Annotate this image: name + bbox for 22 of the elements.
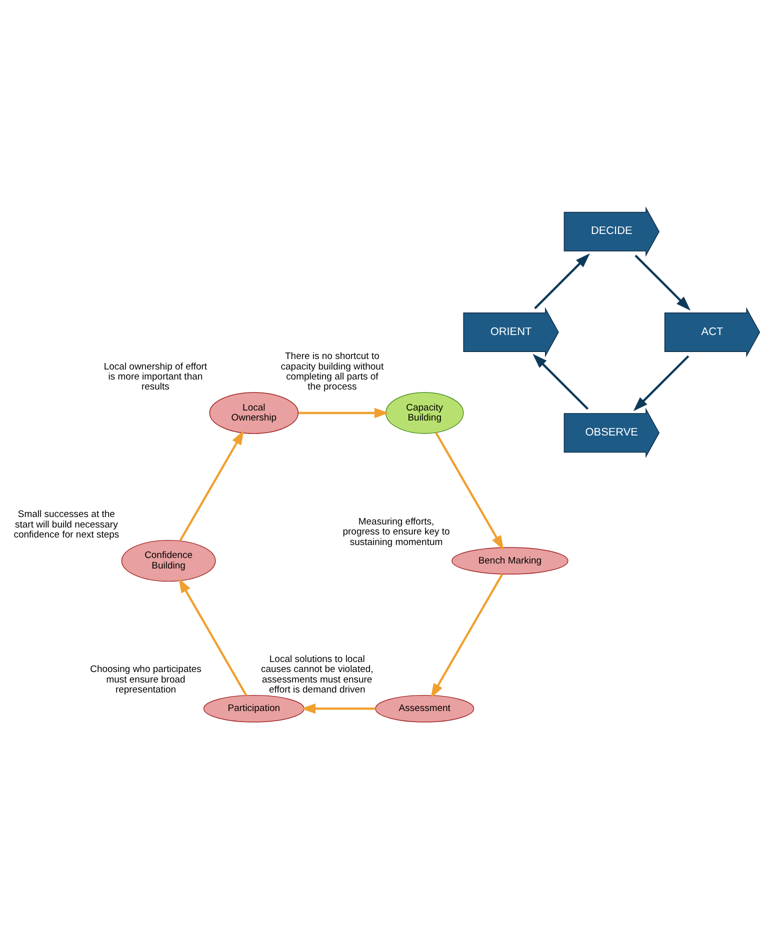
arrow xyxy=(633,355,690,412)
arrow xyxy=(435,432,504,550)
node-ellipse: Participation xyxy=(203,694,304,722)
arrow xyxy=(300,704,376,714)
arrow xyxy=(179,430,244,542)
arrow xyxy=(532,354,589,410)
node-label: Local solutions to local causes cannot be violated, assessments must ensure effort is demand driven xyxy=(260,654,374,696)
node-ellipse: Capacity Building xyxy=(386,392,464,434)
arrow xyxy=(634,254,691,311)
node-label: There is no shortcut to capacity building without completing all parts of the process xyxy=(280,351,384,393)
node-ellipse: Bench Marking xyxy=(452,547,568,575)
node-ellipse: Assessment xyxy=(375,694,474,722)
node-ellipse: Confidence Building xyxy=(121,540,216,582)
node-label: Local ownership of effort is more important than results xyxy=(104,361,208,393)
node-ellipse: Local Ownership xyxy=(209,392,299,434)
arrow xyxy=(430,574,504,698)
arrow xyxy=(534,253,590,310)
arrow xyxy=(178,578,248,696)
arrow xyxy=(298,408,390,418)
node-label: Measuring efforts, progress to ensure key to sustaining momentum xyxy=(342,516,450,548)
node-label: Choosing who participates must ensure broad representation xyxy=(90,664,202,696)
node-label: Small successes at the start will build necessary confidence for next steps xyxy=(14,509,120,541)
